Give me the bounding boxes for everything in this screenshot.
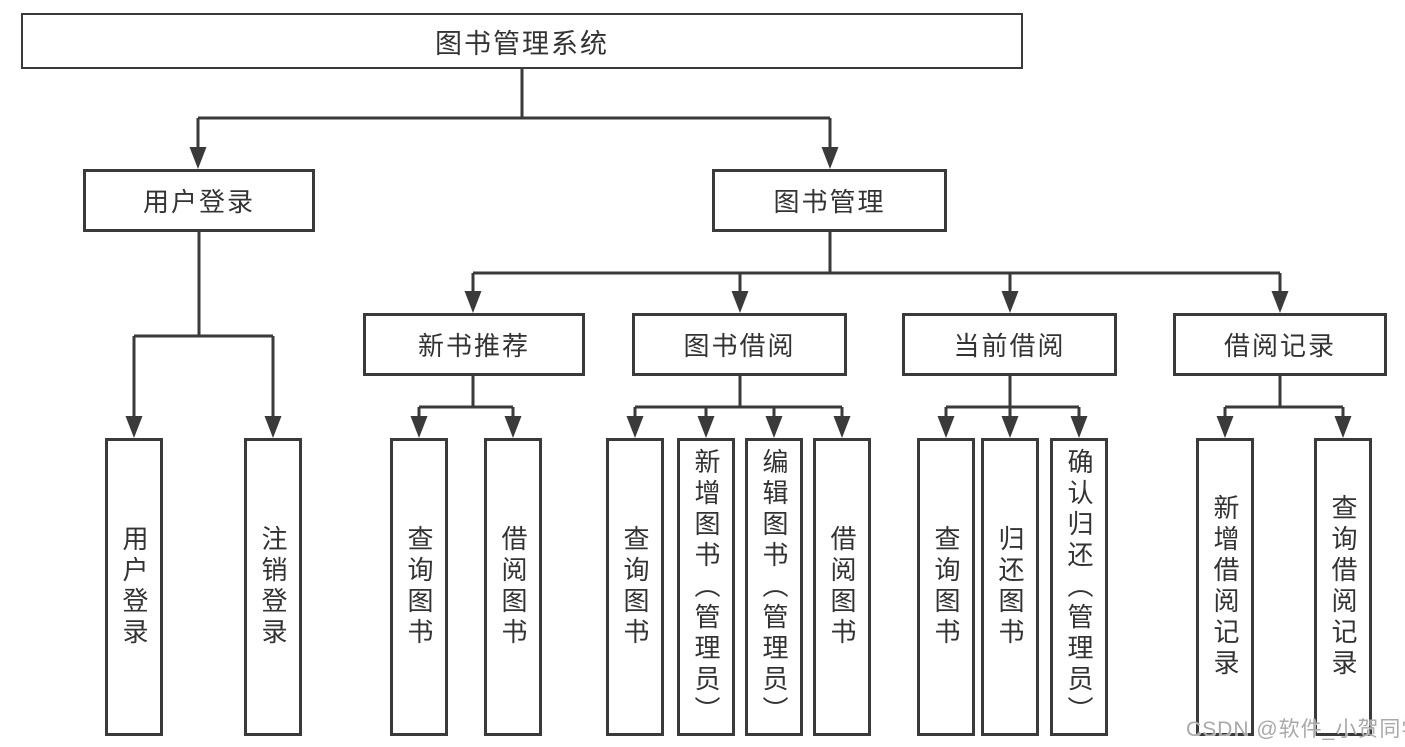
node-user-login: 用户登录 [83, 169, 315, 232]
connector-current-borrowing-children [937, 376, 1088, 438]
leaf-borrow-books-borrowing: 借阅图书 [813, 438, 871, 736]
arrowhead-leaf-logout [264, 416, 282, 438]
arrowhead-borrowing-records [1271, 291, 1289, 313]
arrowhead-book-borrowing [731, 291, 749, 313]
arrowhead-new-book-rec [464, 291, 482, 313]
node-book-borrowing-label: 图书借阅 [683, 331, 796, 361]
node-user-login-label: 用户登录 [142, 187, 255, 217]
connector-borrowing-records-children [1216, 376, 1352, 438]
arrowhead-current-borrowing [1001, 291, 1019, 313]
arrowhead-user-login [189, 147, 207, 169]
connector-book-borrowing-children [626, 376, 851, 438]
leaf-query-borrow-record: 查询借阅记录 [1314, 438, 1372, 736]
connector-new-book-rec-children [410, 376, 522, 438]
csdn-watermark: CSDN @软件_小贺同学 [1186, 718, 1405, 741]
leaf-query-books-recommend: 查询图书 [390, 438, 448, 736]
leaf-confirm-return-admin: 确认归还（管理员） [1050, 438, 1108, 736]
leaf-user-login: 用户登录 [105, 438, 163, 736]
leaf-edit-book-admin: 编辑图书（管理员） [745, 438, 803, 736]
node-book-borrowing: 图书借阅 [632, 313, 847, 376]
node-current-borrowing-label: 当前借阅 [953, 331, 1066, 361]
arrowhead-book-management [821, 147, 839, 169]
leaf-return-books: 归还图书 [981, 438, 1039, 736]
arrowhead-leaf-user-login [125, 416, 143, 438]
leaf-query-books-current: 查询图书 [917, 438, 975, 736]
connector-user-login-children [125, 232, 282, 438]
node-borrowing-records: 借阅记录 [1173, 313, 1387, 376]
node-root-label: 图书管理系统 [435, 28, 609, 59]
node-current-borrowing: 当前借阅 [902, 313, 1117, 376]
connector-root-to-level2 [189, 69, 839, 169]
leaf-add-book-admin: 新增图书（管理员） [677, 438, 735, 736]
leaf-logout-login: 注销登录 [244, 438, 302, 736]
node-root-library-system: 图书管理系统 [21, 13, 1023, 69]
leaf-borrow-books-recommend: 借阅图书 [484, 438, 542, 736]
leaf-query-books-borrowing: 查询图书 [606, 438, 664, 736]
node-book-management: 图书管理 [712, 169, 947, 232]
node-book-management-label: 图书管理 [773, 187, 886, 217]
connector-book-management-children [464, 232, 1289, 313]
node-new-book-recommendation: 新书推荐 [363, 313, 585, 376]
leaf-add-borrow-record: 新增借阅记录 [1196, 438, 1254, 736]
node-new-book-recommendation-label: 新书推荐 [417, 331, 530, 361]
node-borrowing-records-label: 借阅记录 [1223, 331, 1336, 361]
